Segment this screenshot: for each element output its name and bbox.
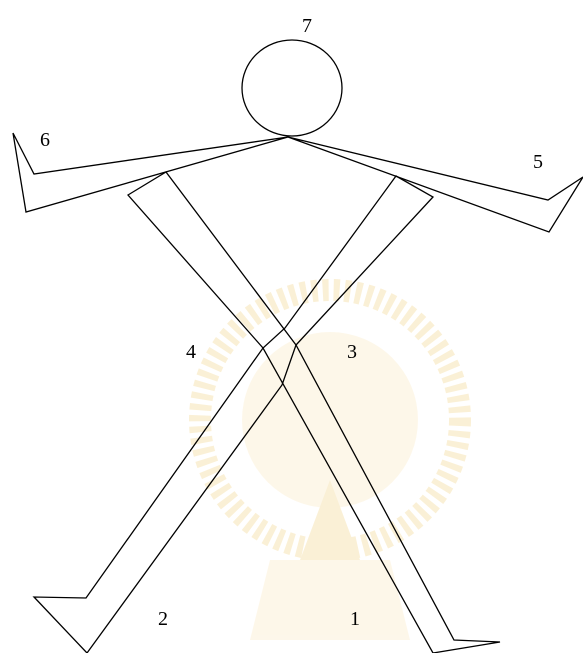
- label-left-foot: 2: [158, 608, 168, 630]
- head-shape: [242, 40, 342, 136]
- label-head: 7: [302, 15, 312, 37]
- label-left-leg: 4: [186, 341, 196, 363]
- label-right-arm: 5: [533, 151, 543, 173]
- label-right-foot: 1: [350, 608, 360, 630]
- label-right-leg: 3: [347, 341, 357, 363]
- left-arm-shape: [13, 133, 288, 212]
- watermark-seal: [200, 290, 460, 640]
- label-left-arm: 6: [40, 129, 50, 151]
